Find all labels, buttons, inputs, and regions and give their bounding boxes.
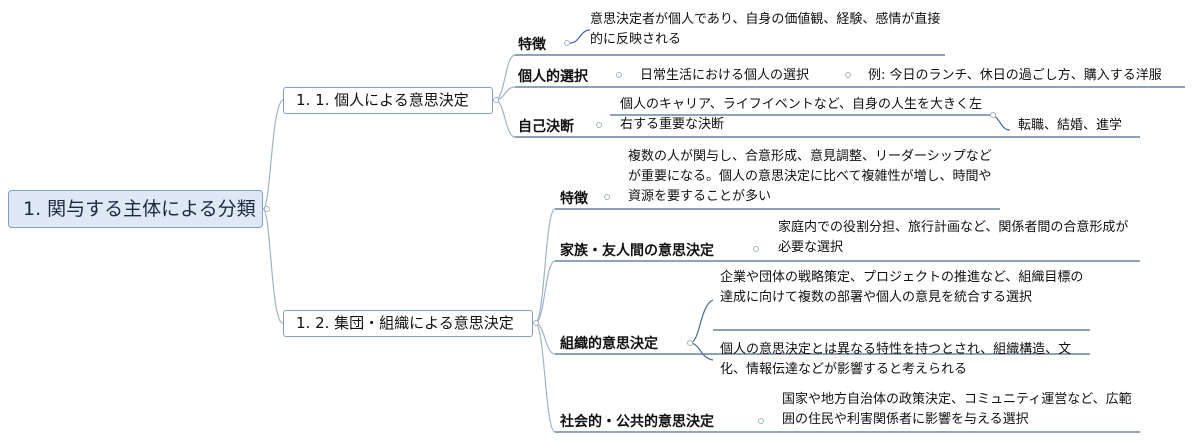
edge-b1-feature-detail (569, 29, 591, 44)
edge-root-branch2 (262, 208, 284, 324)
branch-node-group[interactable]: 1. 2. 集団・組織による意思決定 (283, 310, 533, 337)
b2-feature-detail: 複数の人が関与し、合意形成、意見調整、リーダーシップなどが重要になる。個人の意思… (628, 149, 992, 204)
b1-self-example: 転職、結婚、進学 (1018, 118, 1123, 133)
b2-family-label[interactable]: 家族・友人間の意思決定 (560, 243, 714, 259)
b2-org-label[interactable]: 組織的意思決定 (560, 336, 658, 352)
b2-social-collapse-icon[interactable] (758, 418, 764, 424)
b1-choice-detail: 日常生活における個人の選択 (640, 68, 810, 83)
b1-feature-collapse-icon[interactable] (564, 40, 570, 46)
b2-org-detail-2: 個人の意思決定とは異なる特性を持つとされ、組織構造、文化、情報伝達などが影響する… (720, 342, 1072, 377)
edge-b2-social (534, 322, 556, 433)
edge-b1-self (494, 99, 516, 138)
branch1-collapse-icon[interactable] (493, 97, 499, 103)
root-node[interactable]: 1. 関与する主体による分類 (8, 190, 263, 228)
b2-feature-collapse-icon[interactable] (604, 194, 610, 200)
b1-choice-detail-collapse-icon[interactable] (845, 72, 851, 78)
b2-social-label[interactable]: 社会的・公共的意思決定 (560, 414, 714, 430)
b2-family-detail: 家庭内での役割分担、旅行計画など、関係者間の合意形成が必要な選択 (778, 220, 1129, 255)
b1-self-collapse-icon[interactable] (596, 122, 602, 128)
branch2-collapse-icon[interactable] (533, 320, 539, 326)
b1-self-detail: 個人のキャリア、ライフイベントなど、自身の人生を大きく左右する重要な決断 (620, 97, 983, 132)
root-collapse-icon[interactable] (264, 206, 270, 212)
b2-org-collapse-icon[interactable] (687, 340, 693, 346)
edge-b2-org-detail2 (689, 342, 714, 361)
b2-social-detail: 国家や地方自治体の政策決定、コミュニティ運営など、広範囲の住民や利害関係者に影響… (782, 392, 1132, 427)
b1-choice-collapse-icon[interactable] (616, 72, 622, 78)
b1-choice-example: 例: 今日のランチ、休日の過ごし方、購入する洋服 (868, 68, 1162, 83)
b1-choice-label[interactable]: 個人的選択 (518, 69, 588, 85)
edge-b2-feature (534, 208, 556, 324)
b2-family-collapse-icon[interactable] (753, 246, 759, 252)
b2-feature-label[interactable]: 特徴 (560, 191, 588, 207)
b2-org-detail-1: 企業や団体の戦略策定、プロジェクトの推進など、組織目標の達成に向けて複数の部署や… (720, 270, 1084, 305)
branch-node-individual[interactable]: 1. 1. 個人による意思決定 (283, 87, 493, 114)
edge-b2-org-detail1 (689, 299, 714, 344)
edge-root-branch1 (262, 99, 284, 210)
b1-feature-label[interactable]: 特徴 (518, 37, 546, 53)
b1-self-detail-collapse-icon[interactable] (990, 112, 996, 118)
b1-self-label[interactable]: 自己決断 (518, 119, 574, 135)
b1-feature-detail: 意思決定者が個人であり、自身の価値観、経験、感情が直接的に反映される (590, 12, 941, 47)
